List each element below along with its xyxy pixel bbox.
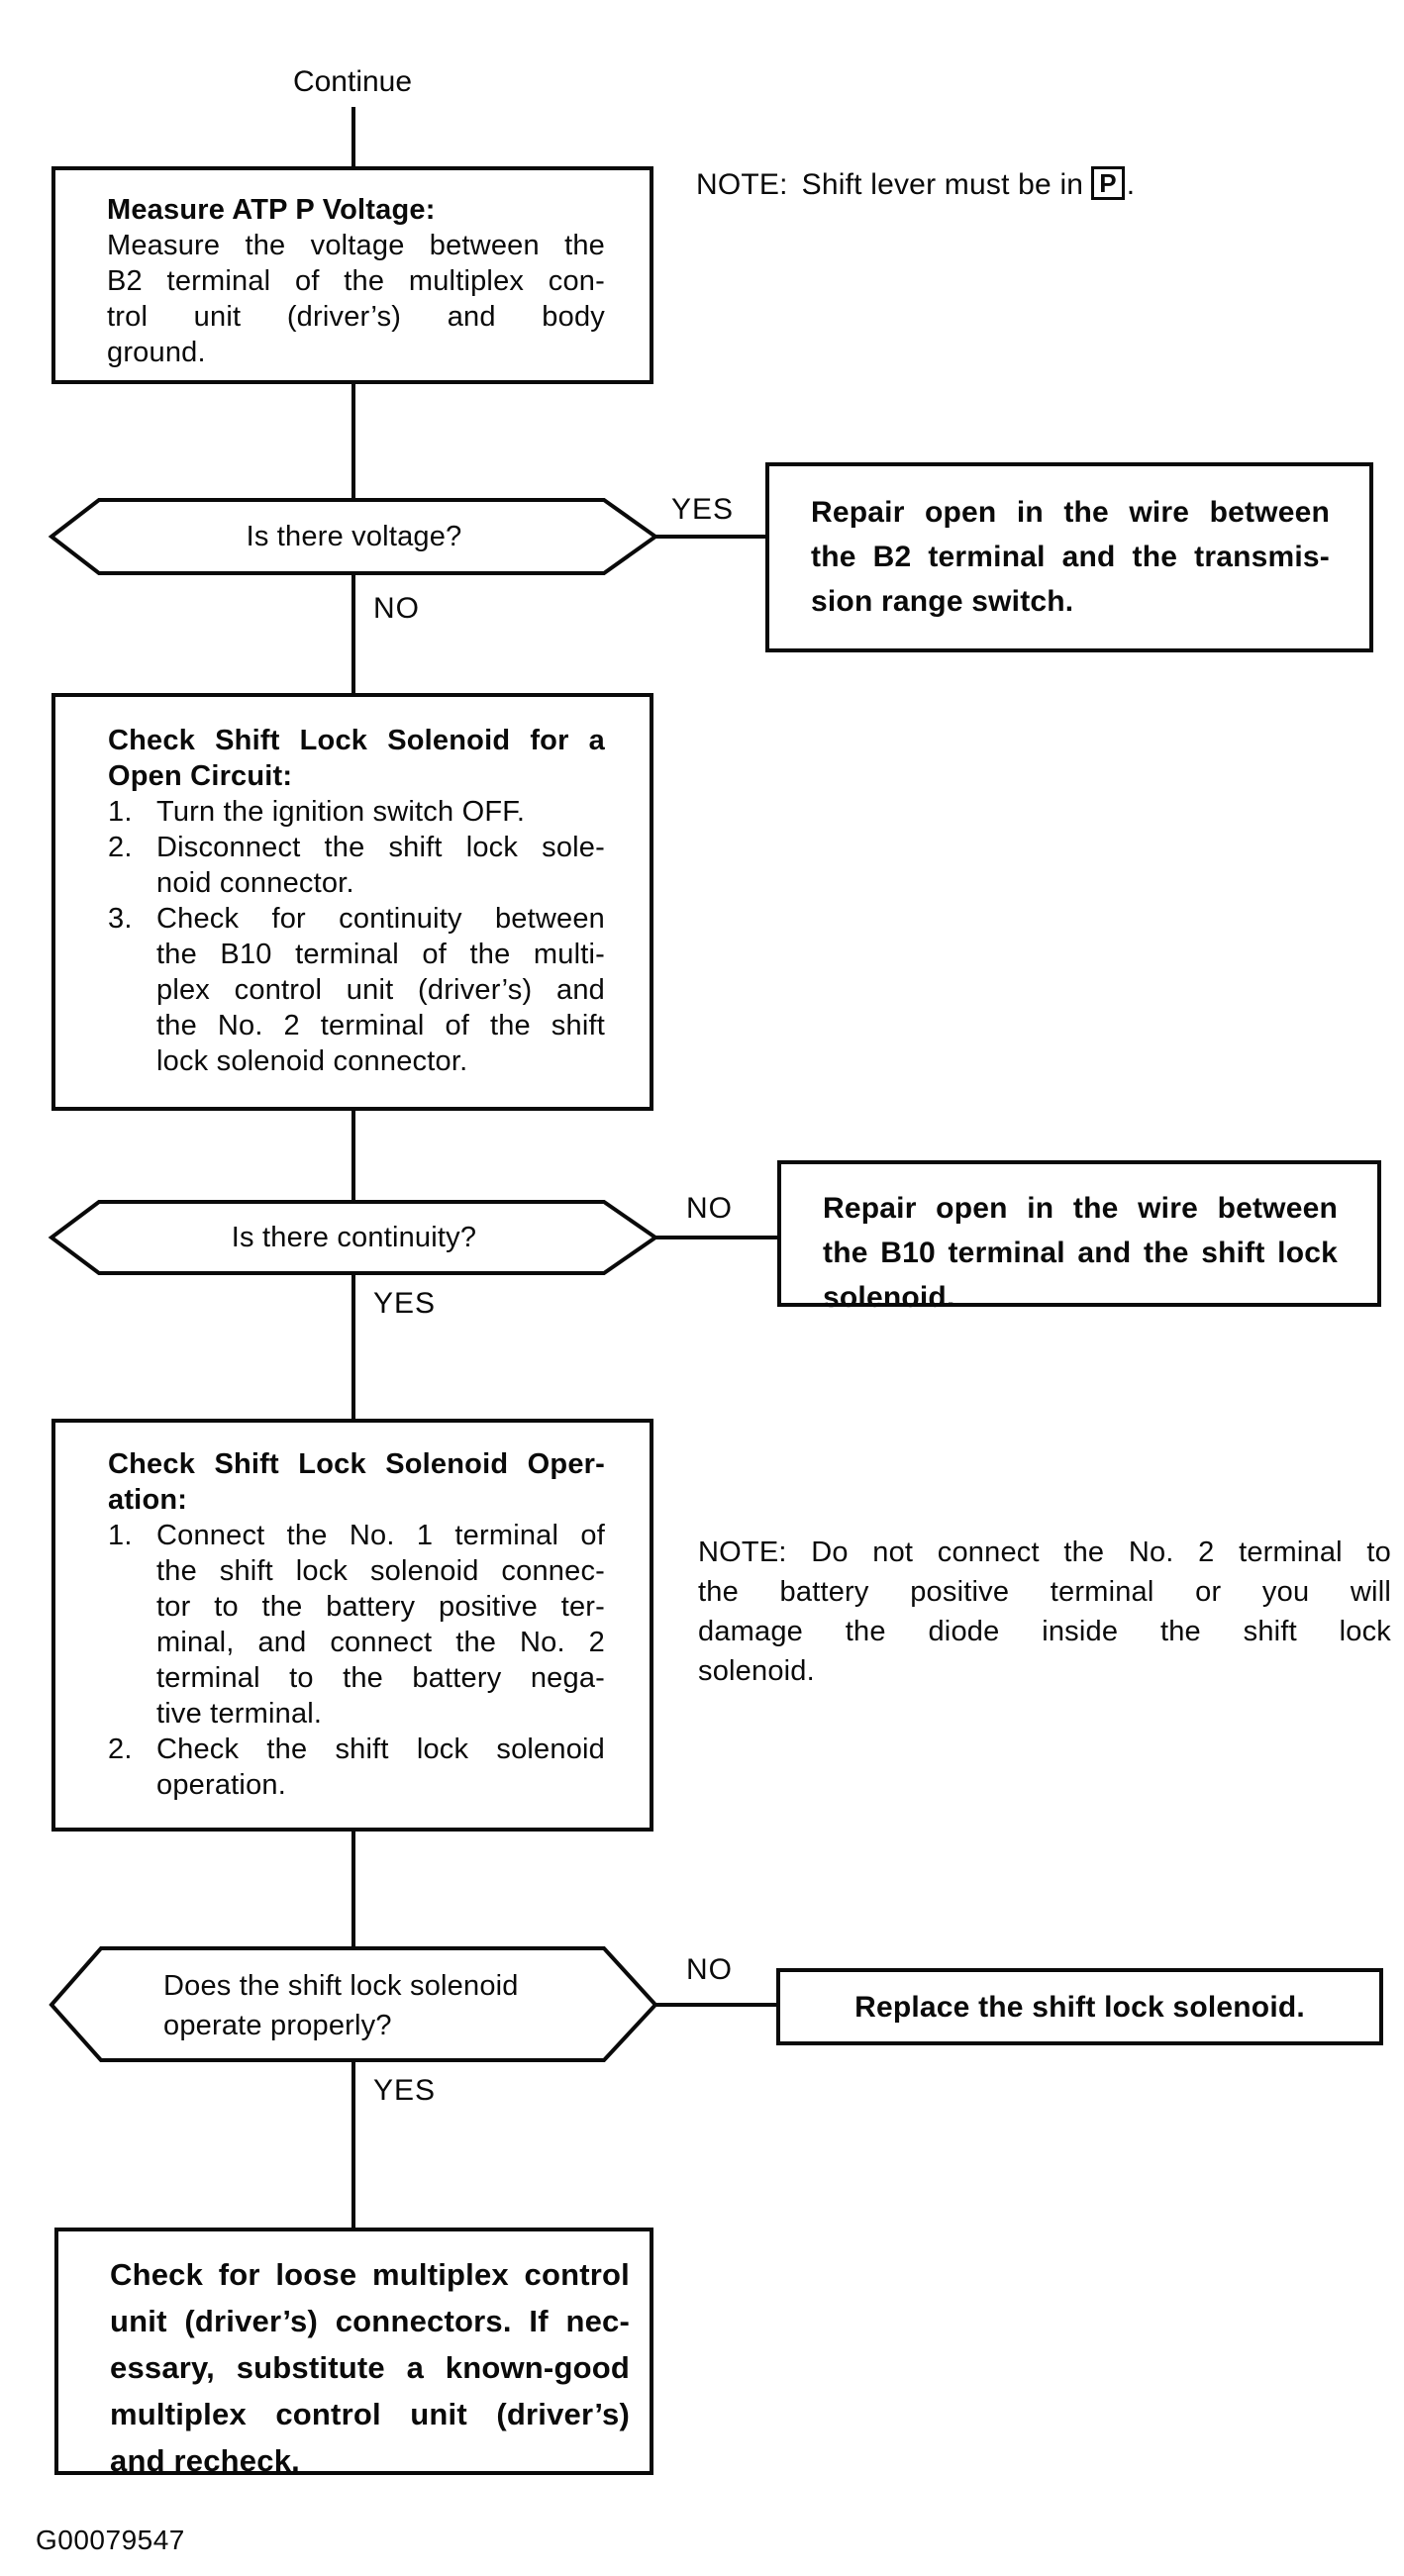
list-line: Check the shift lock solenoid <box>156 1734 605 1765</box>
list-number: 3. <box>108 903 133 935</box>
connector-no <box>653 1236 779 1239</box>
connector <box>351 1111 355 1202</box>
note-line: solenoid. <box>698 1655 815 1687</box>
list-number: 1. <box>108 796 133 828</box>
box-line: B2 terminal of the multiplex con- <box>107 265 605 297</box>
box-title: Measure ATP P Voltage: <box>107 194 436 226</box>
process-box-measure-atp: Measure ATP P Voltage: Measure the volta… <box>51 166 653 384</box>
list-line: the shift lock solenoid connec- <box>156 1555 605 1587</box>
box-line: Repair open in the wire between <box>823 1192 1338 1225</box>
list-line: Connect the No. 1 terminal of <box>156 1520 605 1551</box>
box-line: the B10 terminal and the shift lock <box>823 1237 1338 1269</box>
box-title: ation: <box>108 1484 188 1516</box>
list-line: noid connector. <box>156 867 354 899</box>
decision-operation-question: Does the shift lock solenoid operate pro… <box>163 1966 639 2045</box>
decision-voltage-question: Is there voltage? <box>246 521 462 552</box>
question-line: Does the shift lock solenoid <box>163 1970 519 2002</box>
branch-no-label: NO <box>373 592 420 625</box>
branch-no-label: NO <box>686 1953 733 1986</box>
note-no2-terminal: NOTE: Do not connect the No. 2 terminal … <box>698 1533 1391 1691</box>
box-line: sion range switch. <box>811 585 1074 618</box>
figure-code: G00079547 <box>36 2525 185 2555</box>
process-box-check-operation: Check Shift Lock Solenoid Oper- ation: 1… <box>51 1419 653 1832</box>
box-title: Open Circuit: <box>108 760 293 792</box>
connector-yes <box>653 535 768 539</box>
box-line: solenoid. <box>823 1281 955 1314</box>
box-line: multiplex control unit (driver’s) <box>110 2397 630 2431</box>
list-line: the B10 terminal of the multi- <box>156 939 605 970</box>
connector-entry <box>351 107 355 166</box>
note-line: NOTE: Do not connect the No. 2 terminal … <box>698 1536 1391 1568</box>
branch-no-label: NO <box>686 1192 733 1225</box>
list-item: 2. Disconnect the shift lock sole- noid … <box>108 830 605 901</box>
connector-yes <box>351 2060 355 2228</box>
box-line: Check for loose multiplex control <box>110 2257 630 2292</box>
question-line: operate properly? <box>163 2010 392 2041</box>
list-line: Check for continuity between <box>156 903 605 935</box>
box-title: Check Shift Lock Solenoid Oper- <box>108 1448 605 1480</box>
entry-label: Continue <box>292 65 413 98</box>
list-line: Turn the ignition switch OFF. <box>156 796 526 828</box>
park-position-symbol: P <box>1091 166 1125 200</box>
list-line: terminal to the battery nega- <box>156 1662 605 1694</box>
process-box-check-loose-connectors: Check for loose multiplex control unit (… <box>54 2228 653 2478</box>
box-title: Check Shift Lock Solenoid for a <box>108 725 605 756</box>
list-line: minal, and connect the No. 2 <box>156 1627 605 1658</box>
connector-no <box>653 2003 776 2007</box>
process-box-check-open-circuit: Check Shift Lock Solenoid for a Open Cir… <box>51 693 653 1111</box>
list-line: tor to the battery positive ter- <box>156 1591 605 1623</box>
list-line: the No. 2 terminal of the shift <box>156 1010 605 1041</box>
list-line: Disconnect the shift lock sole- <box>156 832 605 863</box>
list-line: tive terminal. <box>156 1698 323 1730</box>
branch-yes-label: YES <box>671 493 735 526</box>
list-line: plex control unit (driver’s) and <box>156 974 605 1006</box>
list-line: operation. <box>156 1769 286 1801</box>
box-line: ground. <box>107 337 206 368</box>
note-label: NOTE: <box>696 168 788 201</box>
list-line: lock solenoid connector. <box>156 1045 468 1077</box>
box-line: Repair open in the wire between <box>811 496 1330 529</box>
note-line: damage the diode inside the shift lock <box>698 1616 1391 1647</box>
box-line: trol unit (driver’s) and body <box>107 301 605 333</box>
note-suffix: . <box>1126 168 1136 201</box>
list-item: 1. Turn the ignition switch OFF. <box>108 794 605 830</box>
note-text: Shift lever must be in <box>801 168 1084 201</box>
box-line: Measure the voltage between the <box>107 230 605 261</box>
box-line: and recheck. <box>110 2443 300 2478</box>
note-line: the battery positive terminal or you wil… <box>698 1576 1391 1608</box>
branch-yes-label: YES <box>373 2074 437 2107</box>
list-number: 2. <box>108 1734 133 1765</box>
action-box-repair-b2: Repair open in the wire between the B2 t… <box>765 462 1373 652</box>
connector-yes <box>351 1273 355 1419</box>
decision-continuity-question: Is there continuity? <box>231 1222 477 1253</box>
box-line: the B2 terminal and the transmis- <box>811 541 1330 573</box>
action-box-replace-solenoid: Replace the shift lock solenoid. <box>776 1968 1383 2045</box>
connector <box>351 384 355 500</box>
box-line: unit (driver’s) connectors. If nec- <box>110 2304 630 2338</box>
branch-yes-label: YES <box>373 1287 437 1320</box>
connector <box>351 1832 355 1948</box>
list-item: 2. Check the shift lock solenoid operati… <box>108 1732 605 1803</box>
list-number: 2. <box>108 832 133 863</box>
box-line: essary, substitute a known-good <box>110 2350 630 2385</box>
action-box-repair-b10: Repair open in the wire between the B10 … <box>777 1160 1381 1314</box>
box-line: Replace the shift lock solenoid. <box>854 1991 1305 2024</box>
list-item: 3. Check for continuity between the B10 … <box>108 901 605 1079</box>
connector-no <box>351 573 355 693</box>
list-number: 1. <box>108 1520 133 1551</box>
list-item: 1. Connect the No. 1 terminal of the shi… <box>108 1518 605 1732</box>
